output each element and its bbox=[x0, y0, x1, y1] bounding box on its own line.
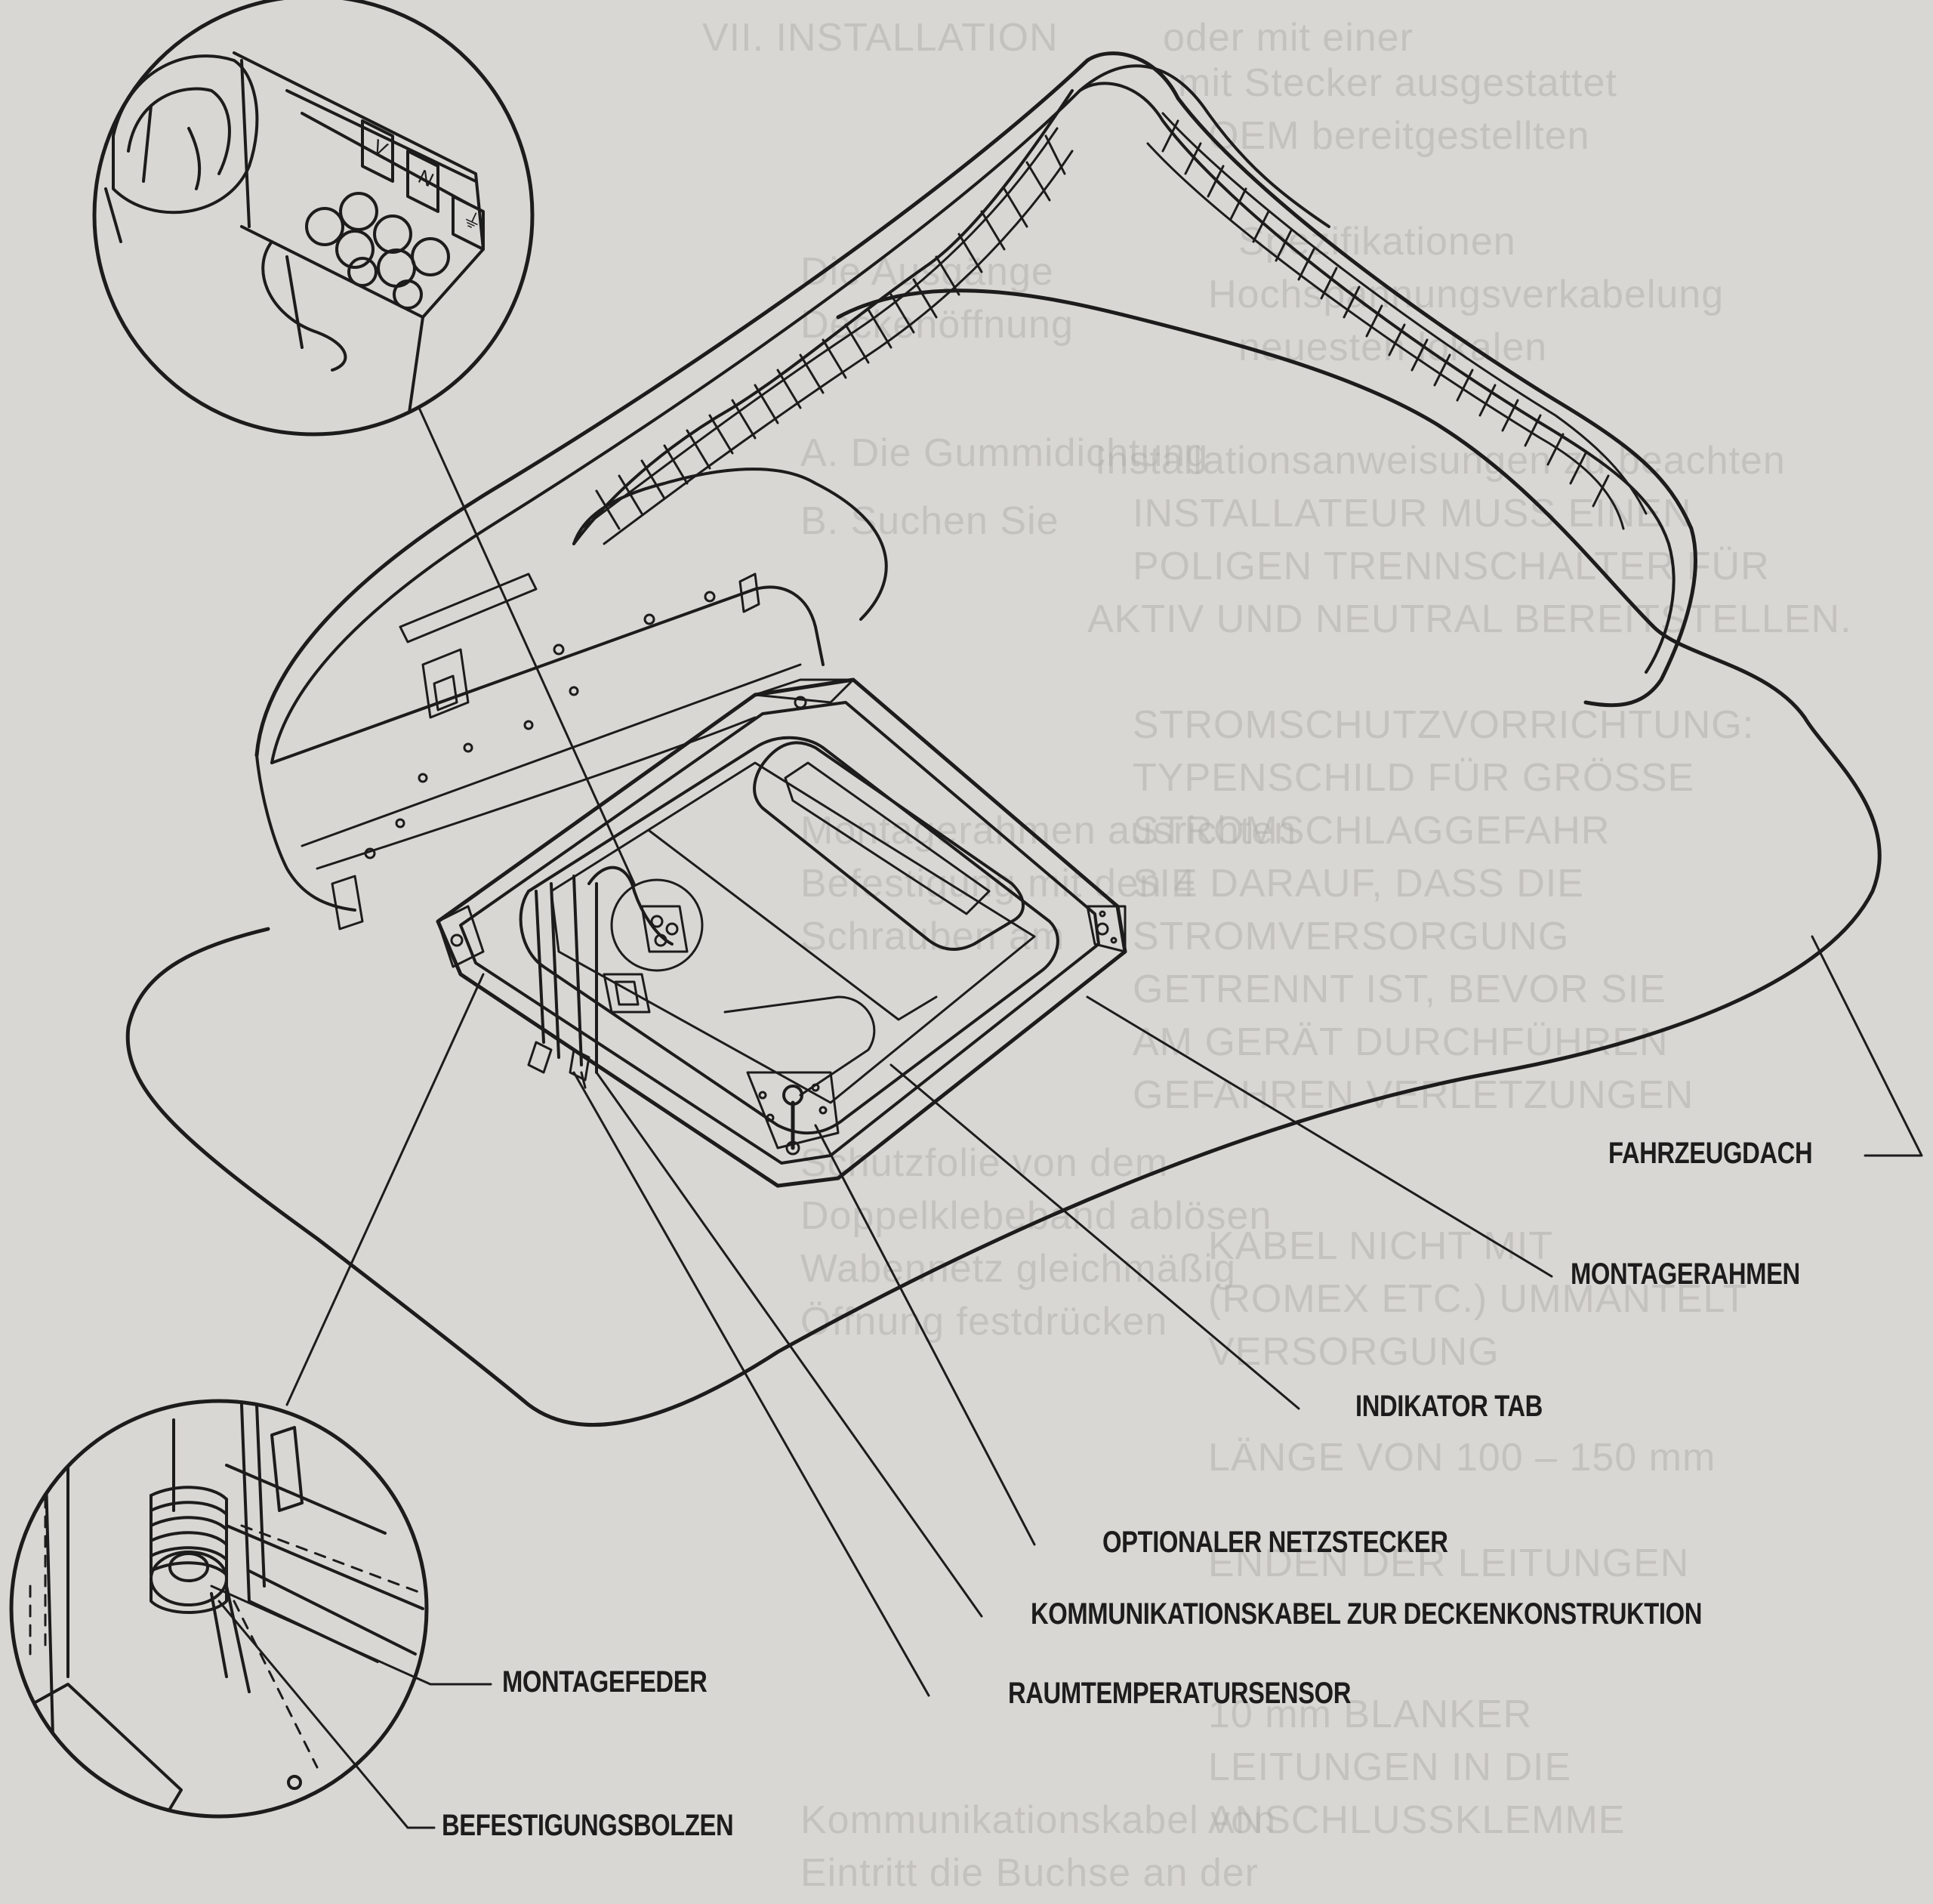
label-optionaler-netzstecker: OPTIONALER NETZSTECKER bbox=[1102, 1526, 1448, 1559]
ac-unit-shell bbox=[254, 51, 1697, 758]
label-montagefeder: MONTAGEFEDER bbox=[502, 1665, 708, 1699]
label-indikator-tab: INDIKATOR TAB bbox=[1355, 1390, 1543, 1423]
label-fahrzeugdach: FAHRZEUGDACH bbox=[1608, 1137, 1813, 1170]
terminal-block-detail: V N ⏚ bbox=[92, 0, 535, 437]
spring-bolt-detail bbox=[9, 1399, 429, 1819]
vehicle-roof-outline bbox=[125, 289, 1882, 1427]
label-montagerahmen: MONTAGERAHMEN bbox=[1571, 1258, 1800, 1291]
leader-lines bbox=[210, 935, 1923, 1829]
terminal-label-n: N bbox=[415, 165, 437, 191]
label-kommunikationskabel: KOMMUNIKATIONSKABEL ZUR DECKENKONSTRUKTI… bbox=[1031, 1597, 1703, 1631]
label-befestigungsbolzen: BEFESTIGUNGSBOLZEN bbox=[442, 1809, 734, 1842]
label-raumtemperatursensor: RAUMTEMPERATURSENSOR bbox=[1008, 1677, 1352, 1710]
air-vent-right bbox=[1146, 112, 1648, 530]
mounting-frame bbox=[436, 677, 1127, 1188]
terminal-label-v: V bbox=[369, 134, 391, 161]
air-vent-left bbox=[580, 127, 1074, 545]
cables bbox=[527, 866, 704, 1089]
